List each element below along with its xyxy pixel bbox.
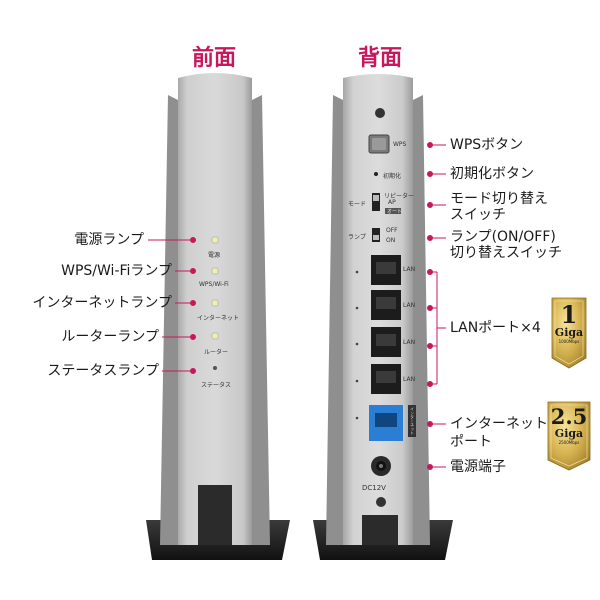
badge-2-5-giga [547, 401, 591, 471]
power-lamp [211, 236, 219, 244]
bottom-screw [376, 497, 386, 507]
badge-1-speed: 1000Mbps [558, 339, 580, 344]
front-body [178, 73, 252, 545]
label-mode-switch-line2: スイッチ [450, 207, 506, 223]
panel-text-lan-4: LAN [403, 376, 416, 383]
panel-text-dc: DC12V [362, 484, 386, 492]
panel-text-internet-vertical: インターネット [410, 407, 415, 435]
panel-text-reset: 初期化 [383, 173, 402, 180]
label-status-lamp: ステータスランプ [47, 363, 159, 379]
panel-text-power: 電源 [208, 252, 221, 259]
panel-text-off: OFF [386, 227, 398, 234]
panel-text-status: ステータス [201, 382, 232, 389]
panel-text-router: ルーター [204, 349, 229, 356]
front-heading: 前面 [192, 46, 237, 71]
mode-switch [372, 193, 380, 211]
label-power-lamp: 電源ランプ [74, 232, 144, 248]
panel-text-on: ON [386, 237, 396, 244]
front-leader-lines [148, 237, 196, 374]
status-lamp [213, 366, 217, 370]
internet-lamp [211, 299, 219, 307]
panel-text-lan-3: LAN [403, 339, 416, 346]
badge-2-text: 2.5 Giga 2500Mbps [548, 405, 590, 446]
badge-2-unit: Giga [554, 427, 584, 440]
panel-text-wps: WPS [393, 141, 407, 148]
panel-text-repeater: リピーター [384, 193, 415, 200]
badge-1-unit: Giga [554, 326, 584, 339]
panel-text-mode: モード [348, 201, 367, 208]
panel-text-wps-wifi: WPS/Wi-Fi [199, 281, 229, 288]
label-lamp-switch-line1: ランプ(ON/OFF) [450, 229, 556, 245]
back-unit [313, 74, 453, 560]
badge-1-value: 1 [560, 300, 578, 329]
badge-1-text: 1 Giga 1000Mbps [552, 302, 586, 345]
top-screw [375, 108, 385, 118]
label-internet-lamp: インターネットランプ [32, 295, 172, 311]
label-internet-port-line1: インターネット [450, 416, 548, 432]
label-lamp-switch-line2: 切り替えスイッチ [450, 245, 562, 261]
panel-text-ap: AP [388, 199, 396, 206]
back-heading: 背面 [358, 46, 403, 71]
panel-text-auto: オート [387, 209, 403, 215]
label-reset-button: 初期化ボタン [450, 166, 534, 182]
wps-wifi-lamp [211, 267, 219, 275]
router-lamp [211, 332, 219, 340]
label-wps-wifi-lamp: WPS/Wi-Fiランプ [61, 263, 172, 279]
badge-1-giga [551, 297, 587, 369]
reset-button [374, 172, 378, 176]
label-wps-button: WPSボタン [450, 137, 524, 153]
panel-text-lamp: ランプ [348, 234, 366, 241]
label-internet-port-line2: ポート [450, 434, 492, 450]
label-lan-ports: LANポート×4 [450, 320, 541, 336]
back-leader-lines [427, 142, 446, 470]
front-unit [146, 73, 290, 560]
badge-2-value: 2.5 [550, 404, 588, 429]
label-power-jack: 電源端子 [450, 459, 506, 475]
panel-text-lan-2: LAN [403, 302, 416, 309]
badge-2-speed: 2500Mbps [558, 440, 580, 445]
panel-text-internet: インターネット [197, 315, 240, 322]
label-mode-switch-line1: モード切り替え [450, 191, 548, 207]
lan-port-group [371, 255, 401, 394]
panel-text-lan-1: LAN [403, 266, 416, 273]
label-router-lamp: ルーターランプ [61, 329, 159, 345]
